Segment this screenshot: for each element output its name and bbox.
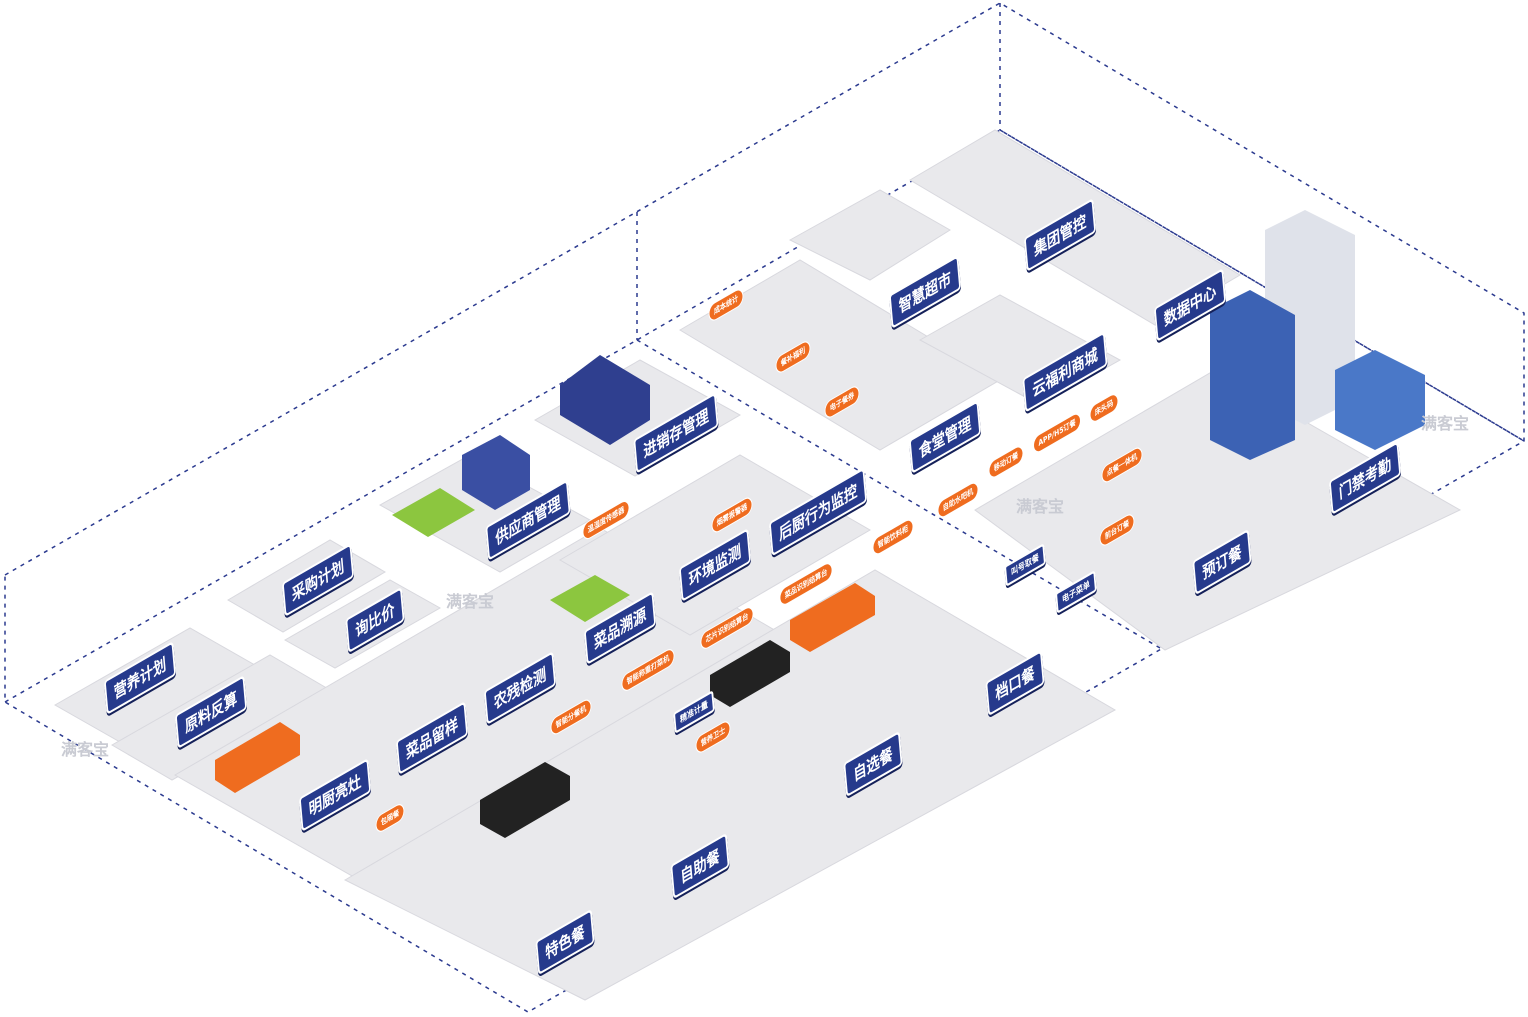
watermark: 满客宝 — [60, 740, 110, 759]
platforms — [53, 129, 1462, 1001]
counters — [215, 583, 875, 838]
watermark: 满客宝 — [445, 592, 495, 611]
warehouse — [462, 435, 530, 510]
fields — [392, 488, 630, 622]
low-building — [1335, 350, 1425, 450]
watermark: 满客宝 — [1420, 414, 1470, 433]
watermark: 满客宝 — [1015, 497, 1065, 516]
house — [560, 355, 650, 445]
buildings — [462, 210, 1425, 510]
office-building — [1210, 290, 1295, 460]
